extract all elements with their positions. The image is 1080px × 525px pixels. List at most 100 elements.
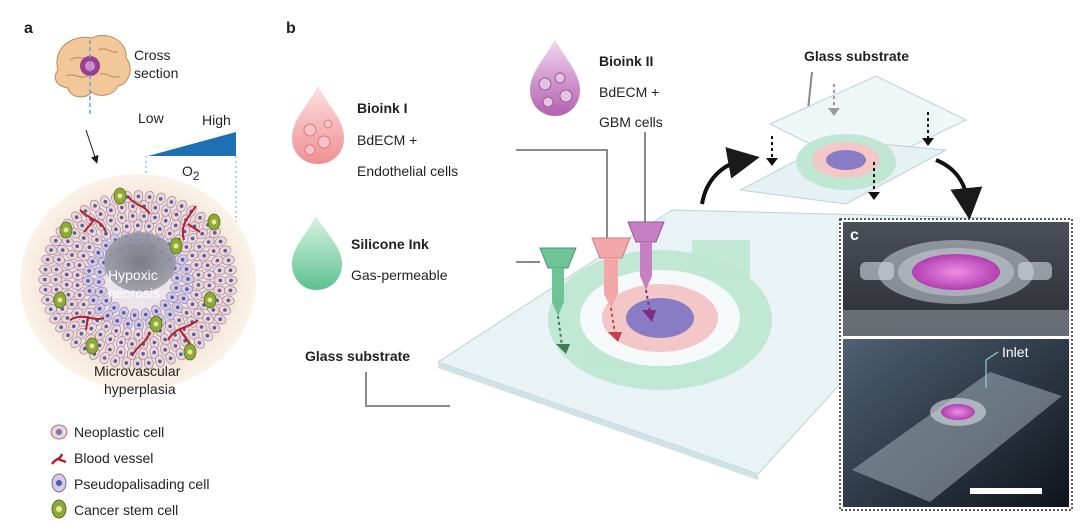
tumor-blood-vessel: [127, 195, 151, 215]
tumor-cell-nucleus: [168, 231, 172, 236]
tumor-cell-nucleus: [132, 313, 137, 317]
panel-a: [20, 35, 256, 519]
tumor-cell-nucleus: [153, 215, 157, 220]
gradient-high-label: High: [202, 112, 231, 128]
tumor-cell-nucleus: [81, 302, 86, 307]
tumor-cell-nucleus: [64, 272, 69, 277]
tumor-cell-nucleus: [169, 200, 174, 204]
tumor-cell-nucleus: [105, 313, 110, 318]
transfer-arrow-up: [700, 147, 760, 205]
cross-section-label-line1: Cross: [134, 47, 171, 63]
tumor-cell-nucleus: [226, 258, 231, 263]
tumor-cell-nucleus: [212, 326, 217, 330]
tumor-cell-nucleus: [190, 302, 195, 307]
tumor-cell-nucleus: [175, 276, 179, 280]
tumor-cell-nucleus: [66, 292, 71, 297]
bioink1-nozzle: [591, 237, 631, 342]
tumor-cell-nucleus: [126, 322, 130, 326]
tumor-cell-nucleus: [54, 239, 58, 243]
tumor-cell-nucleus: [98, 270, 102, 274]
tumor-cell-nucleus: [60, 248, 65, 252]
tumor-cell-nucleus: [207, 283, 212, 288]
tumor-cell-nucleus: [96, 250, 101, 255]
cancer-stem-cell-nucleus: [207, 297, 213, 303]
cancer-stem-cell-nucleus: [187, 349, 193, 355]
tumor-cell-nucleus: [49, 307, 53, 312]
oxygen-subscript: 2: [192, 168, 200, 183]
tumor-cell-nucleus: [194, 263, 199, 267]
tumor-cell-nucleus: [135, 361, 140, 366]
oxygen-gradient-wedge: [148, 132, 236, 156]
small-chip: [796, 134, 896, 190]
tumor-cell-nucleus: [119, 340, 123, 345]
tumor-cell-nucleus: [87, 289, 92, 293]
tumor-cell-nucleus: [179, 204, 184, 208]
cancer-stem-cell-nucleus: [117, 193, 123, 199]
tumor-cell-nucleus: [90, 259, 95, 264]
tumor-cell-nucleus: [124, 361, 129, 365]
tumor-cell-nucleus: [175, 305, 180, 310]
tumor-cell-nucleus: [99, 290, 103, 294]
tumor-cell-nucleus: [43, 267, 48, 272]
tumor-cell-nucleus: [66, 262, 71, 267]
tumor-blood-vessel: [167, 319, 199, 345]
tumor-cell-nucleus: [152, 350, 156, 355]
tumor-cell-nucleus: [72, 231, 77, 235]
cancer-stem-cell-nucleus: [63, 227, 69, 233]
tumor-cell-nucleus: [66, 333, 70, 338]
tumor-cell-nucleus: [81, 254, 86, 258]
tumor-cell-nucleus: [229, 278, 233, 283]
tumor-cell-nucleus: [54, 267, 59, 272]
hypoxic-label-line1: Hypoxic: [108, 267, 158, 283]
panel-c-label: c: [850, 227, 859, 244]
panel-a-label: a: [24, 20, 33, 37]
tumor-cell-nucleus: [70, 302, 74, 307]
tumor-cell-nucleus: [184, 267, 189, 271]
tumor-cell-nucleus: [83, 346, 87, 351]
tumor-cell-nucleus: [147, 361, 151, 365]
assembly-arrows: [771, 112, 929, 194]
tumor-blood-vessel: [79, 209, 107, 233]
tumor-cell-nucleus: [142, 214, 146, 218]
tumor-cell-nucleus: [198, 215, 202, 220]
tumor-cell-nucleus: [75, 273, 80, 277]
tumor-cell-nucleus: [164, 208, 168, 213]
tumor-cell-nucleus: [108, 347, 112, 352]
tumor-cell-nucleus: [118, 350, 123, 355]
tumor-cell-nucleus: [109, 208, 113, 212]
tumor-cell-nucleus: [190, 236, 195, 241]
tumor-cell-nucleus: [192, 332, 196, 337]
tumor-cell-nucleus: [154, 309, 159, 314]
tumor-cell-nucleus: [91, 298, 96, 303]
gradient-low-label: Low: [138, 110, 164, 126]
hypoxic-core: [104, 232, 176, 292]
tumor-cell-nucleus: [152, 340, 157, 345]
tumor-cell-nucleus: [95, 238, 99, 242]
tumor-cell-nucleus: [185, 287, 189, 291]
bioink1-droplet: [292, 86, 344, 164]
cancer-stem-cell-nucleus: [57, 297, 63, 303]
glass-substrate-top-label: Glass substrate: [804, 48, 910, 64]
tumor-cell-nucleus: [83, 209, 88, 213]
chip-frame: [548, 240, 772, 390]
cancer-stem-cell-icon: [51, 499, 67, 519]
tumor-cross-section: [20, 174, 256, 390]
tumor-cell-nucleus: [228, 288, 233, 293]
tumor-cell-nucleus: [174, 286, 178, 290]
panel-b-label: b: [286, 20, 296, 37]
pseudopalisading-cell-icon: [51, 473, 67, 493]
tumor-cell-nucleus: [121, 311, 126, 315]
legend-neoplastic-cell: Neoplastic cell: [74, 424, 165, 440]
tumor-cell-nucleus: [104, 243, 108, 248]
tumor-cell-nucleus: [57, 257, 61, 262]
tumor-cell-nucleus: [59, 325, 63, 330]
tumor-cell-nucleus: [199, 325, 204, 329]
tumor-cell-nucleus: [49, 248, 53, 252]
tumor-cell-nucleus: [81, 319, 86, 324]
tumor-cell-nucleus: [109, 218, 113, 223]
tumor-blood-vessel: [181, 205, 201, 241]
tumor-cell-nucleus: [112, 306, 116, 310]
microvascular-label-line1: Microvascular: [94, 363, 181, 379]
tumor-cell-nucleus: [213, 231, 217, 235]
bioink2-line1: BdECM +: [599, 84, 660, 100]
